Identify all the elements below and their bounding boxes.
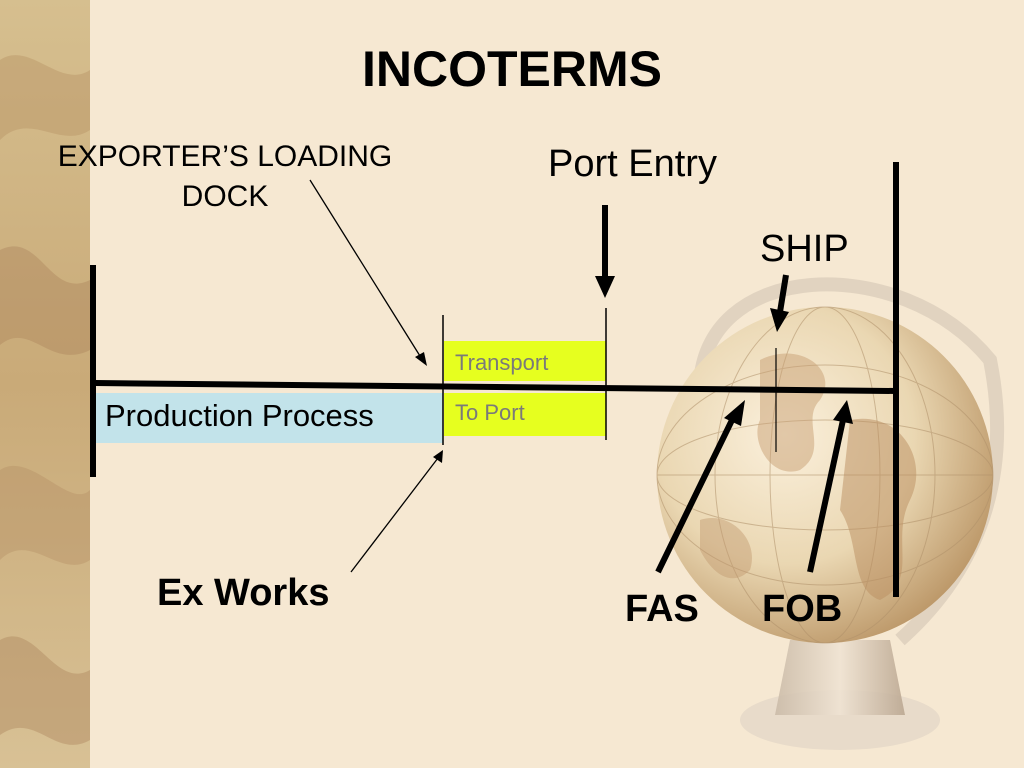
exporter-label-line1: EXPORTER’S LOADING bbox=[57, 140, 393, 173]
slide-title: INCOTERMS bbox=[362, 41, 662, 97]
ship-label: SHIP bbox=[760, 228, 849, 270]
ship-arrow bbox=[770, 274, 789, 332]
exporter-label-line2: DOCK bbox=[181, 180, 269, 213]
transport-box bbox=[444, 341, 606, 381]
port-entry-arrow bbox=[595, 205, 615, 298]
transport-label: Transport bbox=[455, 350, 549, 375]
fas-label: FAS bbox=[625, 588, 699, 630]
fob-label: FOB bbox=[762, 588, 843, 630]
exworks-pointer-arrow bbox=[350, 450, 443, 573]
decorative-map-strip bbox=[0, 0, 90, 768]
to-port-label: To Port bbox=[455, 400, 525, 425]
production-process-label: Production Process bbox=[105, 398, 374, 433]
fas-arrow bbox=[655, 400, 745, 574]
ex-works-label: Ex Works bbox=[157, 572, 330, 614]
dock-pointer-arrow bbox=[309, 179, 427, 366]
timeline-line bbox=[94, 380, 897, 394]
exporter-loading-dock-label: EXPORTER’S LOADING DOCK bbox=[20, 137, 430, 217]
fob-arrow bbox=[807, 400, 853, 573]
port-entry-label: Port Entry bbox=[548, 143, 717, 185]
globe-image bbox=[656, 277, 1005, 750]
production-process-box bbox=[95, 393, 443, 443]
to-port-box bbox=[444, 393, 606, 436]
